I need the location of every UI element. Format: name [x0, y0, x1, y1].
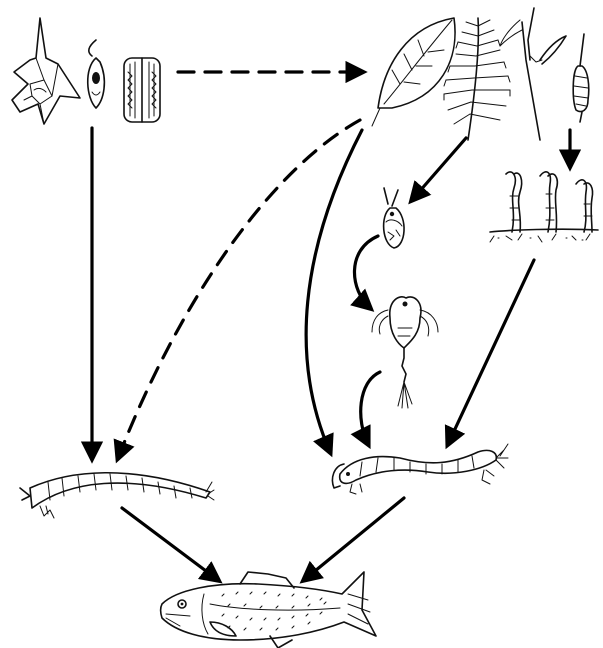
arrow-tube-worms-to-midge-larva [448, 260, 534, 444]
arrow-leaf-to-midge-larva [306, 130, 362, 452]
copepod-icon [372, 297, 438, 408]
fish-icon [161, 572, 377, 648]
flagellate-icon [88, 40, 105, 108]
ostracod-icon [384, 188, 404, 248]
arrow-copepod-to-midge-larva [361, 372, 380, 444]
arrow-mosquito-larva-to-fish [122, 508, 218, 580]
arrow-leaf-to-mosquito-larva-dashed [118, 120, 360, 458]
arrow-ostracod-to-copepod [354, 236, 378, 308]
dinoflagellate-icon [12, 18, 80, 124]
tube-worms-icon [490, 172, 598, 242]
mosquito-larva-icon [20, 473, 214, 518]
cattail-icon [573, 34, 589, 122]
arrow-midge-larva-to-fish [304, 498, 404, 580]
arrow-fern-to-ostracod [412, 138, 466, 200]
diatom-icon [124, 58, 160, 122]
reed-stems-icon [500, 8, 566, 140]
midge-larva-icon [332, 444, 508, 494]
leaf-icon [372, 18, 455, 126]
fern-plant-icon [444, 18, 510, 140]
